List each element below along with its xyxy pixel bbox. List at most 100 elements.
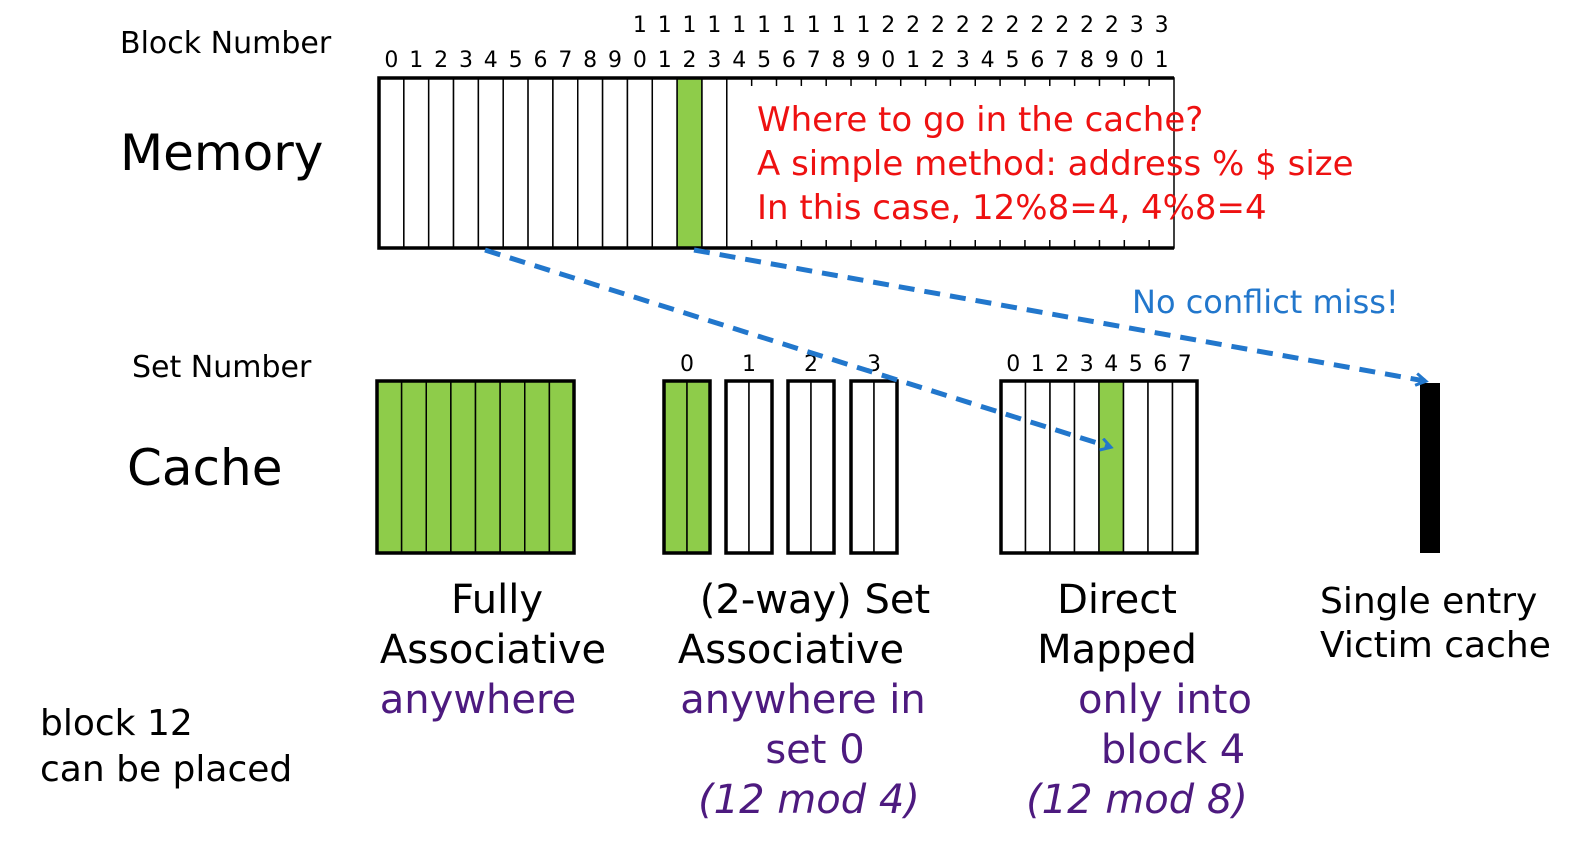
memory-tick-label-ones: 1 (658, 48, 672, 73)
memory-tick-label-ones: 4 (484, 48, 498, 73)
sa-way (873, 380, 898, 554)
memory-tick-label-tens: 3 (1130, 13, 1144, 38)
sa-rule-2: set 0 (765, 727, 864, 773)
sa-set-frame (724, 379, 774, 555)
memory-tick-label-ones: 0 (1130, 48, 1144, 73)
sa-way (850, 380, 875, 554)
dm-formula: (12 mod 8) (1026, 777, 1248, 823)
fa-cache-block (548, 380, 575, 554)
sa-way (787, 380, 812, 554)
victim-cache-caption: Single entry Victim cache (1320, 581, 1551, 666)
fa-cache-block (450, 380, 477, 554)
memory-tick-label-ones: 6 (1030, 48, 1044, 73)
sa-rule-1: anywhere in (680, 677, 926, 723)
memory-block (378, 77, 405, 249)
vc-title-1: Single entry (1320, 581, 1537, 622)
memory-tick-label-ones: 8 (1080, 48, 1094, 73)
sa-way-highlighted (663, 380, 688, 554)
memory-tick-label-tens: 2 (906, 13, 920, 38)
dm-cache-frame (999, 379, 1199, 555)
memory-tick-label-ones: 2 (683, 48, 697, 73)
memory-tick-label-ones: 8 (583, 48, 597, 73)
fully-associative-cache (375, 379, 576, 555)
fa-title-1: Fully (451, 577, 543, 623)
memory-tick-label-ones: 8 (832, 48, 846, 73)
sa-formula: (12 mod 4) (698, 777, 920, 823)
memory-tick-label-tens: 1 (732, 13, 746, 38)
fa-title-2: Associative (380, 627, 606, 673)
memory-block (601, 77, 629, 249)
set-number-label: Set Number (132, 350, 312, 385)
fa-cache-block (425, 380, 452, 554)
memory-frame (377, 76, 1174, 250)
memory-tick-label-ones: 9 (856, 48, 870, 73)
block-number-label: Block Number (120, 26, 332, 61)
memory-tick-label-ones: 0 (633, 48, 647, 73)
note-line-1: Where to go in the cache? (757, 100, 1203, 140)
memory-tick-label-ones: 3 (956, 48, 970, 73)
memory-tick-label-tens: 1 (757, 13, 771, 38)
memory-block (552, 77, 579, 249)
direct-mapped-caption: Direct Mapped only into block 4 (12 mod … (1026, 577, 1252, 823)
placement-arrows (484, 247, 1425, 447)
memory-block (477, 77, 504, 249)
dm-rule-2: block 4 (1101, 727, 1245, 773)
sa-way (725, 380, 750, 554)
fa-cache-block (499, 380, 526, 554)
memory-tick-label-tens: 1 (658, 13, 672, 38)
dm-block (1147, 380, 1174, 554)
memory-tick-label-ones: 7 (1055, 48, 1069, 73)
dm-title-2: Mapped (1037, 627, 1197, 673)
memory-block (527, 77, 554, 249)
memory-block (701, 77, 728, 249)
dm-block-label: 1 (1031, 352, 1045, 377)
memory-block (403, 77, 430, 249)
fa-cache-block (400, 380, 427, 554)
memory-tick-label-ones: 0 (384, 48, 398, 73)
cache-label: Cache (127, 439, 283, 497)
memory-tick-label-ones: 5 (1006, 48, 1020, 73)
memory-tick-label-ones: 3 (459, 48, 473, 73)
dm-block-label: 6 (1153, 352, 1167, 377)
sa-way (810, 380, 835, 554)
memory-tick-label-tens: 2 (931, 13, 945, 38)
memory-tick-label-tens: 1 (856, 13, 870, 38)
sa-title-2: Associative (678, 627, 904, 673)
sa-set-label: 0 (680, 352, 694, 377)
dm-rule-1: only into (1078, 677, 1252, 723)
memory-tick-label-ones: 6 (782, 48, 796, 73)
memory-tick-label-tens: 2 (1080, 13, 1094, 38)
note-line-3: In this case, 12%8=4, 4%8=4 (757, 188, 1267, 228)
fa-rule: anywhere (380, 677, 576, 723)
sa-set-label: 2 (804, 352, 818, 377)
vc-title-2: Victim cache (1320, 625, 1551, 666)
memory-block (651, 77, 678, 249)
set-associative-caption: (2-way) Set Associative anywhere in set … (678, 577, 930, 823)
memory-tick-label-ones: 4 (981, 48, 995, 73)
dm-block-label: 2 (1055, 352, 1069, 377)
memory-tick-label-ones: 1 (409, 48, 423, 73)
memory-tick-label-tens: 2 (1055, 13, 1069, 38)
sa-set-frame (849, 379, 899, 555)
memory-tick-label-ones: 9 (1105, 48, 1119, 73)
fa-cache-block (376, 380, 403, 554)
arrow-to-direct-mapped (484, 247, 1110, 447)
memory-tick-label-ones: 2 (434, 48, 448, 73)
memory-tick-label-tens: 2 (956, 13, 970, 38)
memory-tick-label-ones: 1 (906, 48, 920, 73)
memory-tick-label-ones: 5 (757, 48, 771, 73)
memory-tick-label-ones: 6 (533, 48, 547, 73)
dm-block-highlighted (1098, 380, 1125, 554)
memory-block (577, 77, 604, 249)
dm-block (1122, 380, 1149, 554)
memory-tick-label-tens: 1 (707, 13, 721, 38)
dm-block-label: 4 (1104, 352, 1118, 377)
memory-tick-label-ones: 4 (732, 48, 746, 73)
memory-tick-label-ones: 1 (1155, 48, 1169, 73)
fa-cache-frame (375, 379, 576, 555)
memory-tick-label-tens: 3 (1155, 13, 1169, 38)
sa-title-1: (2-way) Set (700, 577, 930, 623)
sa-set-frame (786, 379, 836, 555)
memory-tick-label-tens: 2 (881, 13, 895, 38)
